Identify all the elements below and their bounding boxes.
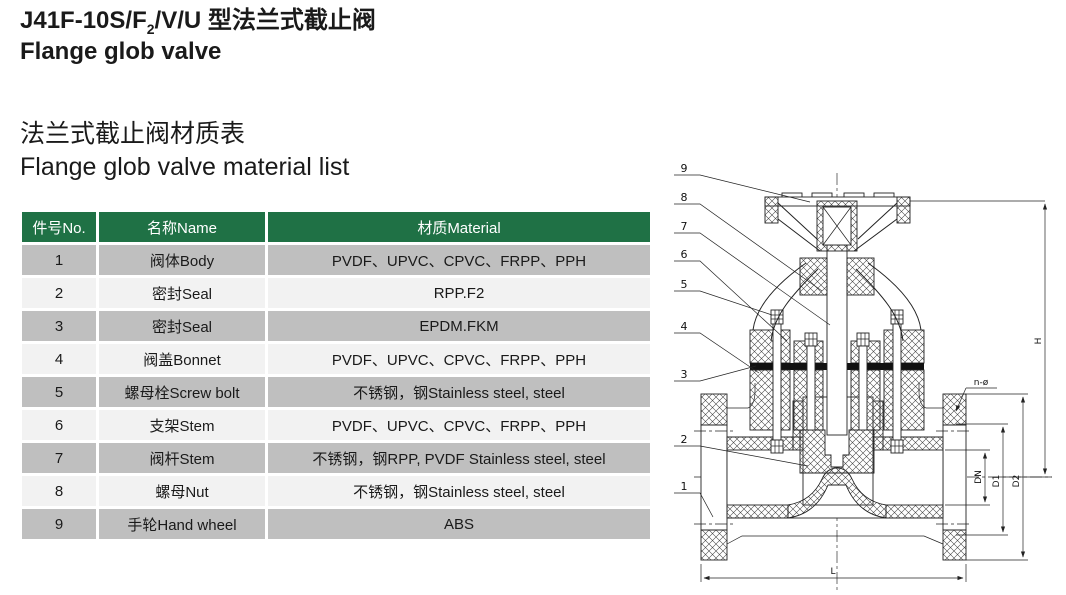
callout-3: 3 <box>681 368 688 381</box>
column-header-name: 名称Name <box>99 212 265 242</box>
section-heading-zh: 法兰式截止阀材质表 <box>20 120 246 148</box>
cell-material: EPDM.FKM <box>268 311 650 341</box>
valve-cross-section-drawing: H L DN D1 D2 n-ø 9 8 7 6 5 4 3 2 1 <box>674 162 1052 590</box>
flange-left-top <box>700 393 728 426</box>
dim-label-d2: D2 <box>1012 475 1022 488</box>
cell-material: 不锈钢，钢Stainless steel, steel <box>268 377 650 407</box>
bolt <box>890 309 904 454</box>
model-code-prefix: J41F-10S/F <box>20 7 147 34</box>
part-callouts: 9 8 7 6 5 4 3 2 1 <box>674 162 831 518</box>
cell-name: 支架Stem <box>99 410 265 440</box>
valve-stem <box>826 244 848 436</box>
flange-left-bottom <box>700 529 728 561</box>
bolt <box>856 332 870 431</box>
section-heading: 法兰式截止阀材质表 Flange glob valve material lis… <box>20 118 349 183</box>
cell-no: 4 <box>22 344 96 374</box>
handwheel <box>764 192 911 252</box>
cell-name: 阀杆Stem <box>99 443 265 473</box>
dim-label-bolt-holes: n-ø <box>974 378 989 388</box>
packing-bushing-right <box>846 257 875 296</box>
page-title-zh: 型法兰式截止阀 <box>207 7 376 34</box>
cell-material: 不锈钢，钢Stainless steel, steel <box>268 476 650 506</box>
cell-material: PVDF、UPVC、CPVC、FRPP、PPH <box>268 344 650 374</box>
cell-name: 阀盖Bonnet <box>99 344 265 374</box>
cell-name: 螺母栓Screw bolt <box>99 377 265 407</box>
callout-1: 1 <box>681 480 688 493</box>
document-header: J41F-10S/F2/V/U 型法兰式截止阀 Flange glob valv… <box>20 4 376 65</box>
callout-6: 6 <box>681 248 688 261</box>
section-heading-en: Flange glob valve material list <box>20 152 350 181</box>
model-code-subscript: 2 <box>146 20 155 37</box>
cell-no: 9 <box>22 509 96 539</box>
model-code-suffix: /V/U <box>154 7 202 34</box>
cell-no: 7 <box>22 443 96 473</box>
cell-material: 不锈钢，钢RPP, PVDF Stainless steel, steel <box>268 443 650 473</box>
cell-name: 密封Seal <box>99 278 265 308</box>
callout-5: 5 <box>681 278 688 291</box>
cell-material: PVDF、UPVC、CPVC、FRPP、PPH <box>268 410 650 440</box>
dim-label-d1: D1 <box>992 475 1002 488</box>
valve-disc <box>799 429 875 474</box>
callout-9: 9 <box>681 162 688 175</box>
cell-no: 2 <box>22 278 96 308</box>
cell-no: 1 <box>22 245 96 275</box>
callout-7: 7 <box>681 220 688 233</box>
callout-2: 2 <box>681 433 688 446</box>
cell-name: 密封Seal <box>99 311 265 341</box>
cell-name: 阀体Body <box>99 245 265 275</box>
packing-bushing-left <box>799 257 828 296</box>
callout-4: 4 <box>681 320 688 333</box>
cell-no: 6 <box>22 410 96 440</box>
flange-right-bottom <box>942 529 967 561</box>
seat-partition <box>787 467 887 519</box>
table-header-row: 件号No. 名称Name 材质Material <box>22 212 650 242</box>
dimension-lines: H L DN D1 D2 n-ø <box>700 200 1052 582</box>
page-title: J41F-10S/F2/V/U 型法兰式截止阀 <box>20 4 376 39</box>
dim-label-h: H <box>1034 338 1044 345</box>
column-header-no: 件号No. <box>22 212 96 242</box>
bolt <box>804 332 818 431</box>
column-header-material: 材质Material <box>268 212 650 242</box>
cell-no: 3 <box>22 311 96 341</box>
bolt <box>770 309 784 454</box>
cell-name: 螺母Nut <box>99 476 265 506</box>
dim-label-l: L <box>830 567 835 577</box>
cell-name: 手轮Hand wheel <box>99 509 265 539</box>
stem-assembly <box>752 244 922 436</box>
cell-no: 8 <box>22 476 96 506</box>
flange-right-top <box>942 393 967 426</box>
yoke-arm-right <box>867 262 922 331</box>
page-title-en: Flange glob valve <box>20 38 222 66</box>
flange-bolts <box>770 309 904 454</box>
yoke-arm-left <box>752 262 807 331</box>
callout-8: 8 <box>681 191 688 204</box>
cell-material: ABS <box>268 509 650 539</box>
cell-material: PVDF、UPVC、CPVC、FRPP、PPH <box>268 245 650 275</box>
cell-material: RPP.F2 <box>268 278 650 308</box>
cell-no: 5 <box>22 377 96 407</box>
dim-label-dn: DN <box>974 470 984 484</box>
